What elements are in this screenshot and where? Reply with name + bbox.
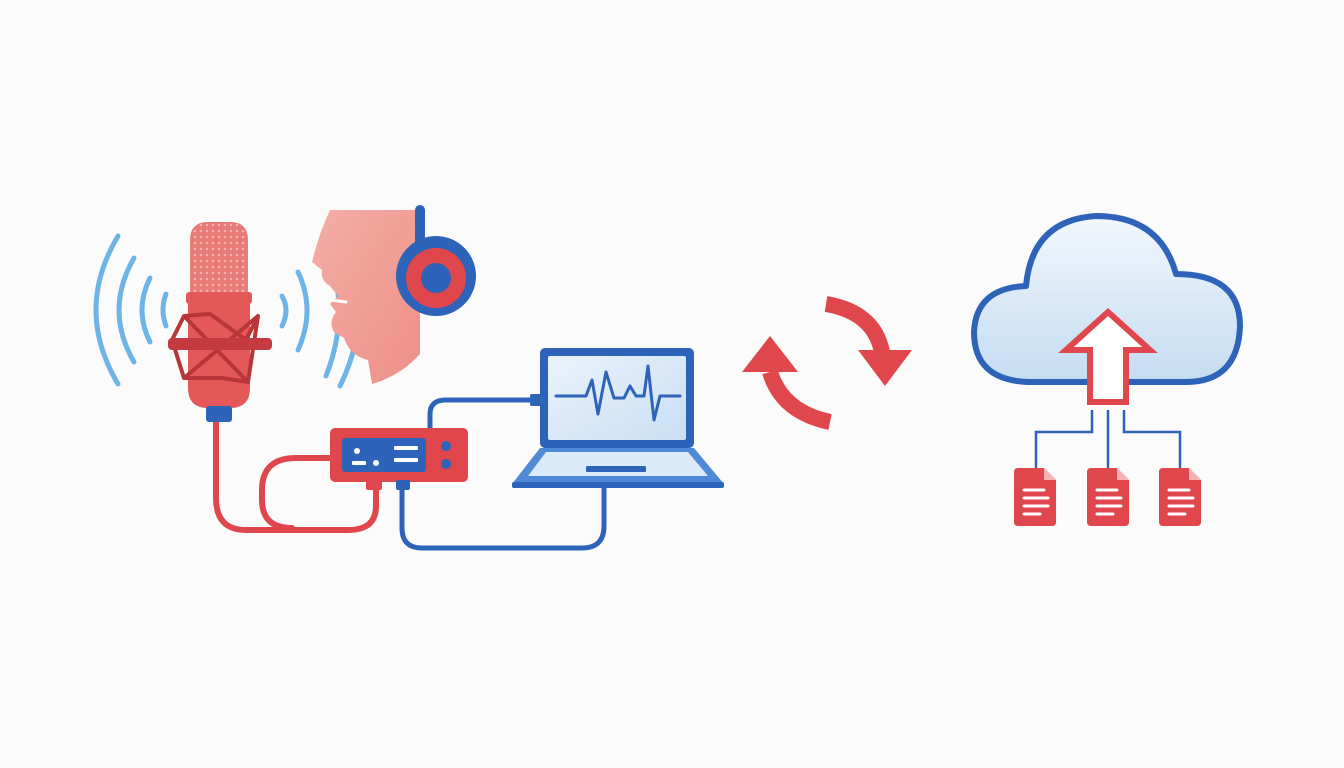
audio-interface-icon (330, 428, 468, 490)
laptop-side-cable (427, 397, 539, 433)
laptop-with-waveform-icon (512, 348, 724, 488)
person-with-headphones-icon (312, 205, 476, 384)
studio-microphone-icon (168, 222, 272, 422)
waveform-line (554, 364, 682, 422)
cloud-upload-icon (971, 213, 1243, 405)
document-icon (1159, 468, 1201, 526)
upload-arrow-icon (1058, 307, 1158, 405)
cables (213, 397, 607, 551)
interface-loop-cable (259, 455, 335, 531)
sound-wave-icon (93, 233, 169, 387)
mic-cable (213, 417, 379, 533)
laptop-usb-cable (399, 483, 607, 551)
document-icon (1087, 468, 1129, 526)
document-connectors (1034, 410, 1182, 470)
sync-arrows-icon (742, 296, 912, 430)
document-icon (1014, 468, 1056, 526)
